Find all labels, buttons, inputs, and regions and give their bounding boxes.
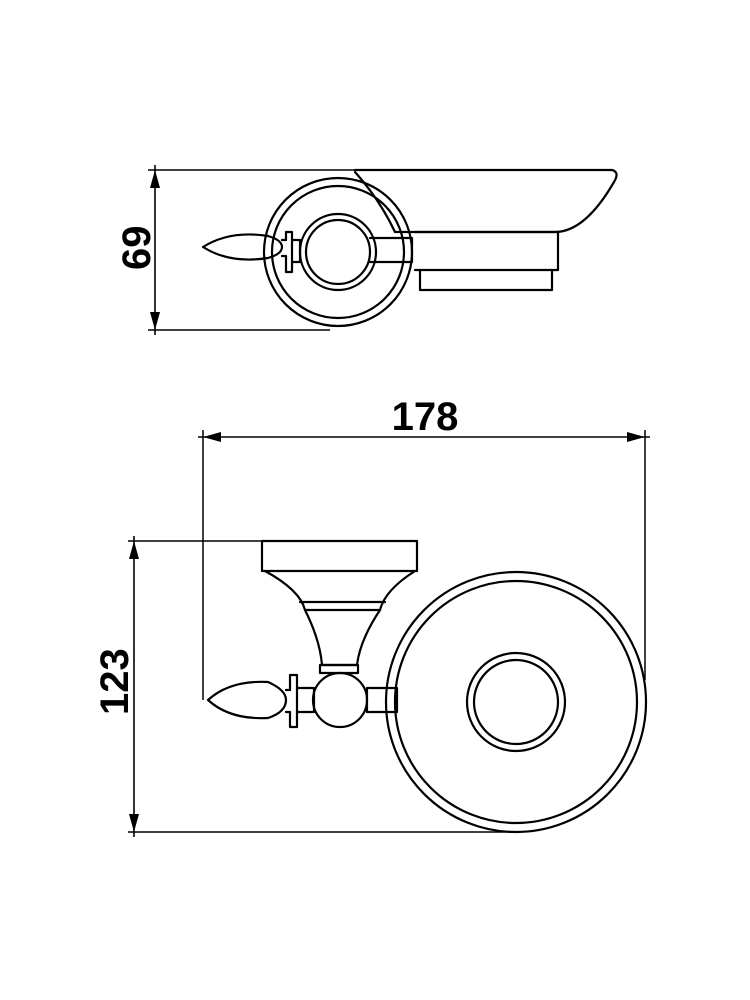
top-view [148, 165, 618, 335]
dimension-label-width: 178 [392, 395, 459, 439]
dimension-label-height-top: 69 [115, 226, 159, 271]
front-view [128, 430, 650, 837]
dimension-label-height-front: 123 [93, 648, 137, 715]
